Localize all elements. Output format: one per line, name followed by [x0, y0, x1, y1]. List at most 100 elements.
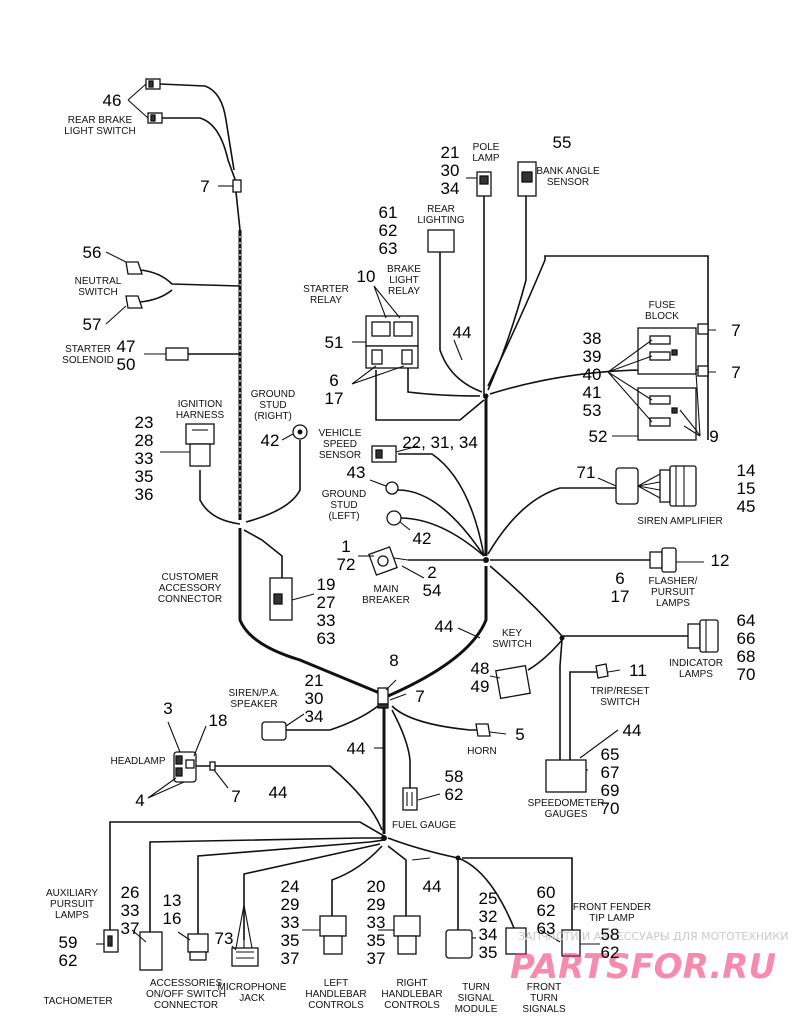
callout-c12: 12	[711, 551, 730, 570]
front-turn-signals-connector	[505, 927, 527, 955]
main-breaker	[368, 546, 409, 576]
label-headlamp: HEADLAMP	[110, 756, 165, 767]
cable-tie	[209, 761, 216, 771]
center-junction	[377, 687, 389, 709]
watermark: ЗАПЧАСТИ И АКСЕССУАРЫ ДЛЯ МОТОТЕХНИКИ PA…	[510, 930, 788, 987]
ignition-harness-connector	[185, 423, 215, 467]
callout-c44b: 44	[435, 617, 454, 636]
siren-amplifier	[615, 465, 697, 507]
neutral-switch-connector-a	[125, 261, 143, 275]
label-siren-pa-speaker: SIREN/P.A.SPEAKER	[229, 688, 280, 710]
right-handlebar-connector	[393, 915, 421, 955]
starter-and-brake-light-relays	[365, 315, 419, 369]
neutral-switch-connector-b	[125, 295, 143, 309]
callout-c44f: 44	[423, 877, 442, 896]
microphone-jack	[231, 904, 259, 967]
callout-c18: 18	[209, 711, 228, 730]
flasher-pursuit-lamps-connector	[649, 547, 677, 573]
callout-c3: 3	[163, 699, 172, 718]
rear-lighting-connector	[427, 229, 455, 253]
rear-brake-light-switch-connectors	[145, 78, 163, 124]
callout-c44c: 44	[269, 783, 288, 802]
cable-tie	[232, 179, 242, 193]
cable-tie	[697, 365, 709, 377]
accessories-switch-connector	[187, 933, 209, 953]
ground-stud-left-b	[386, 510, 402, 526]
fuel-gauge-connector	[402, 787, 418, 811]
callout-c44d: 44	[347, 739, 366, 758]
indicator-lamps-connector	[687, 619, 719, 653]
left-handlebar-connector	[319, 915, 347, 955]
front-fender-tip-lamp-connector	[561, 929, 581, 957]
callout-c71: 71	[577, 463, 596, 482]
callout-c7d: 7	[415, 687, 424, 706]
horn-connector	[475, 723, 491, 737]
callout-c4: 4	[135, 791, 144, 810]
callout-c7b: 7	[731, 321, 740, 340]
callout-c52: 52	[589, 427, 608, 446]
callout-c11: 11	[629, 661, 647, 680]
callout-c43: 43	[347, 463, 366, 482]
callout-c42a: 42	[261, 431, 280, 450]
callout-c55: 55	[553, 133, 572, 152]
callout-c57: 57	[83, 315, 102, 334]
cable-tie	[697, 323, 709, 335]
leader-lines	[96, 83, 716, 951]
label-horn: HORN	[467, 746, 496, 757]
callout-c10: 10	[357, 267, 376, 286]
harness-wires	[109, 83, 709, 940]
watermark-line2: PARTSFOR.RU	[510, 947, 776, 987]
callout-c7c: 7	[731, 363, 740, 382]
callout-c9: 9	[709, 427, 718, 446]
siren-pa-speaker	[261, 721, 287, 741]
turn-signal-module	[445, 929, 473, 959]
callout-c22-31-34: 22, 31, 34	[402, 433, 478, 452]
callout-c73: 73	[215, 929, 234, 948]
callout-c5: 5	[515, 725, 524, 744]
callout-c42b: 42	[413, 529, 432, 548]
label-siren-amplifier: SIREN AMPLIFIER	[637, 516, 723, 527]
callout-c44e: 44	[623, 721, 642, 740]
